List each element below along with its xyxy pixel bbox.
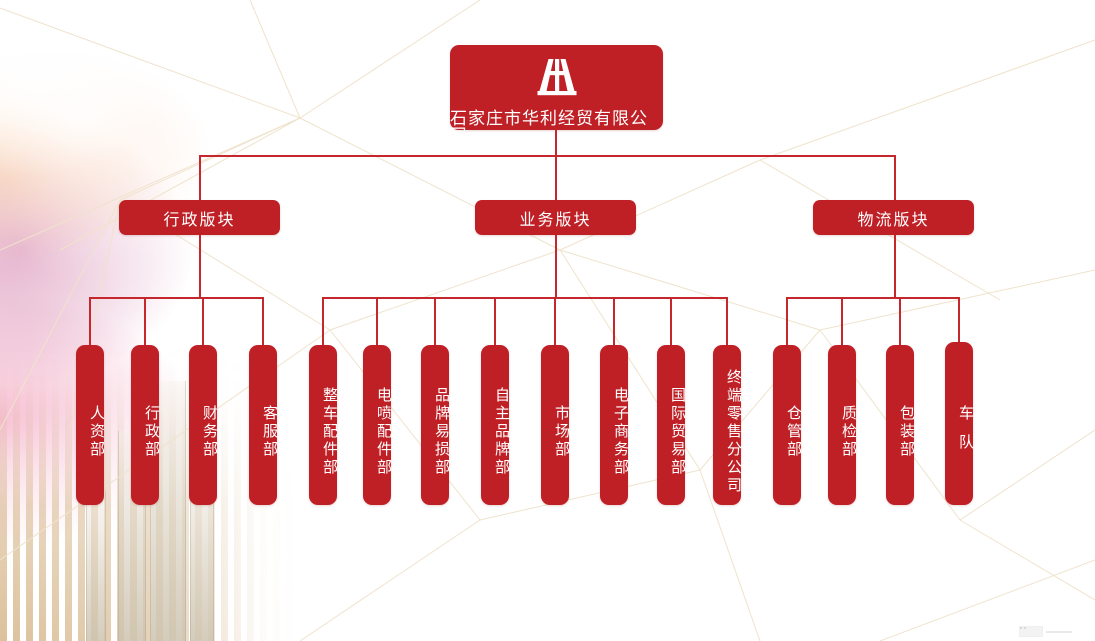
connector-leaf-drop	[958, 297, 960, 345]
connector-leaf-drop	[726, 297, 728, 345]
connector-leaf-drop	[202, 297, 204, 345]
department-label: 电喷配件部	[375, 387, 392, 477]
department-label: 仓管部	[785, 405, 802, 459]
connector-business-bus	[322, 297, 727, 299]
division-node-logistics[interactable]: 物流版块	[813, 200, 974, 235]
connector-division-drop-logistics	[894, 155, 896, 201]
department-node-guoji-maoyi[interactable]: 国际贸易部	[657, 345, 686, 505]
connector-main-bus	[199, 155, 896, 157]
connector-leaf-drop	[89, 297, 91, 345]
department-node-pinpai-yisun[interactable]: 品牌易损部	[421, 345, 450, 505]
connector-leaf-drop	[670, 297, 672, 345]
viewer-control-bar[interactable]	[1019, 626, 1091, 637]
department-label: 财务部	[201, 405, 218, 459]
background-tower	[86, 491, 106, 641]
connector-leaf-drop	[322, 297, 324, 345]
division-label-admin: 行政版块	[163, 211, 236, 229]
connector-leaf-drop	[494, 297, 496, 345]
connector-leaf-drop	[376, 297, 378, 345]
department-label: 客服部	[261, 405, 278, 459]
department-label: 电子商务部	[612, 387, 629, 477]
connector-leaf-drop	[144, 297, 146, 345]
department-label: 车队	[957, 404, 974, 463]
department-label: 行政部	[143, 405, 160, 459]
connector-leaf-drop	[554, 297, 556, 345]
division-label-business: 业务版块	[519, 211, 592, 229]
division-label-logistics: 物流版块	[857, 211, 930, 229]
department-node-cheduii[interactable]: 车队	[945, 342, 974, 505]
viewer-control-chip[interactable]	[1019, 626, 1043, 637]
department-label: 终端零售分公司	[725, 369, 742, 495]
division-node-business[interactable]: 业务版块	[475, 200, 636, 235]
connector-root-stem	[555, 130, 557, 156]
department-label: 人资部	[88, 405, 105, 459]
connector-leaf-drop	[786, 297, 788, 345]
connector-leaf-drop	[841, 297, 843, 345]
connector-leaf-drop	[613, 297, 615, 345]
department-label: 市场部	[553, 405, 570, 459]
department-node-zizhu-pinpai[interactable]: 自主品牌部	[481, 345, 510, 505]
department-node-kefu[interactable]: 客服部	[249, 345, 278, 505]
connector-business-stem	[555, 235, 557, 298]
connector-leaf-drop	[434, 297, 436, 345]
department-node-zhengche-peijian[interactable]: 整车配件部	[309, 345, 338, 505]
department-node-caiwu[interactable]: 财务部	[189, 345, 218, 505]
viewer-control-dots-icon	[1020, 627, 1042, 629]
root-label: 石家庄市华利经贸有限公司	[450, 109, 648, 145]
huali-arch-logo-icon	[534, 57, 580, 104]
department-label: 自主品牌部	[493, 387, 510, 477]
department-node-xingzheng[interactable]: 行政部	[131, 345, 160, 505]
root-node[interactable]: 石家庄市华利经贸有限公司	[450, 45, 663, 144]
department-node-renzi[interactable]: 人资部	[76, 345, 105, 505]
department-label: 质检部	[840, 405, 857, 459]
department-node-baozhuang[interactable]: 包装部	[886, 345, 915, 505]
connector-leaf-drop	[899, 297, 901, 345]
division-node-admin[interactable]: 行政版块	[119, 200, 280, 235]
connector-logistics-stem	[894, 235, 896, 298]
department-label: 品牌易损部	[433, 387, 450, 477]
department-label: 国际贸易部	[669, 387, 686, 477]
department-node-cangguan[interactable]: 仓管部	[773, 345, 802, 505]
connector-admin-stem	[199, 235, 201, 298]
department-node-shichang[interactable]: 市场部	[541, 345, 570, 505]
department-node-zhongduan-lingshou[interactable]: 终端零售分公司	[713, 345, 742, 505]
viewer-control-slider[interactable]	[1046, 630, 1072, 633]
department-node-dianpen-peijian[interactable]: 电喷配件部	[363, 345, 392, 505]
department-label: 包装部	[898, 405, 915, 459]
department-node-dianzi-shangwu[interactable]: 电子商务部	[600, 345, 629, 505]
connector-logistics-bus	[786, 297, 959, 299]
connector-leaf-drop	[262, 297, 264, 345]
connector-division-drop-business	[555, 155, 557, 201]
department-node-zhijian[interactable]: 质检部	[828, 345, 857, 505]
department-label: 整车配件部	[321, 387, 338, 477]
background-glow	[0, 0, 320, 330]
connector-division-drop-admin	[199, 155, 201, 201]
connector-admin-bus	[89, 297, 263, 299]
